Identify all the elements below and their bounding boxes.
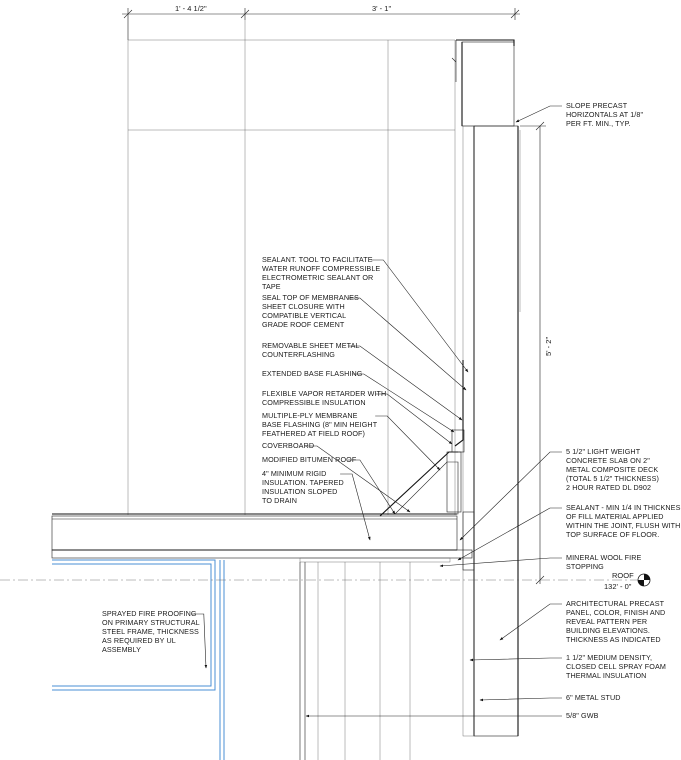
note-slope-precast-line: HORIZONTALS AT 1/8": [566, 110, 643, 119]
dimension-top-right: 3' - 1": [372, 4, 391, 13]
leader-slope-precast: [515, 105, 562, 123]
note-sealant-tool-line: SEALANT. TOOL TO FACILITATE: [262, 255, 373, 264]
leader-vapor-retarder: [375, 393, 453, 445]
note-seal-top-line: SHEET CLOSURE WITH: [262, 302, 345, 311]
note-multi-ply-line: FEATHERED AT FIELD ROOF): [262, 429, 365, 438]
note-precast-panel-line: ARCHITECTURAL PRECAST: [566, 599, 665, 608]
leader-seal-top: [347, 297, 467, 391]
roof-level-line: ROOF 132' - 0": [0, 571, 651, 591]
note-rigid-insulation-line: TO DRAIN: [262, 496, 297, 505]
note-fire-proofing-line: AS REQUIRED BY UL: [102, 636, 176, 645]
leader-mineral-wool: [439, 557, 562, 568]
note-vapor-retarder-line: COMPRESSIBLE INSULATION: [262, 398, 366, 407]
interior-wall: [299, 562, 411, 760]
note-sealant-min-line: OF FILL MATERIAL APPLIED: [566, 512, 664, 521]
note-fire-proofing-line: ASSEMBLY: [102, 645, 141, 654]
level-elevation: 132' - 0": [604, 582, 632, 591]
note-sealant-min-line: SEALANT - MIN 1/4 IN THICKNESS: [566, 503, 681, 512]
note-multi-ply-line: BASE FLASHING (8" MIN HEIGHT: [262, 420, 378, 429]
roof-assembly: [51, 360, 475, 571]
note-fire-proofing-line: STEEL FRAME, THICKNESS: [102, 627, 199, 636]
note-gwb-line: 5/8" GWB: [566, 711, 599, 720]
top-dimension-string: 1' - 4 1/2" 3' - 1": [122, 4, 520, 40]
dimension-top-left: 1' - 4 1/2": [175, 4, 207, 13]
note-sealant-min-line: WITHIN THE JOINT, FLUSH WITH: [566, 521, 680, 530]
leader-modified-bitumen: [347, 459, 396, 515]
note-spray-foam-line: 1 1/2" MEDIUM DENSITY,: [566, 653, 652, 662]
note-fire-proofing-line: ON PRIMARY STRUCTURAL: [102, 618, 200, 627]
note-slope-precast-line: PER FT. MIN., TYP.: [566, 119, 631, 128]
note-seal-top-line: COMPATIBLE VERTICAL: [262, 311, 346, 320]
note-concrete-slab-line: 5 1/2" LIGHT WEIGHT: [566, 447, 641, 456]
note-spray-foam-line: CLOSED CELL SPRAY FOAM: [566, 662, 666, 671]
note-concrete-slab-line: CONCRETE SLAB ON 2": [566, 456, 650, 465]
precast-panel: [451, 39, 521, 737]
leader-concrete-slab: [459, 451, 562, 541]
note-seal-top-line: SEAL TOP OF MEMBRANES: [262, 293, 359, 302]
leader-coverboard: [305, 445, 411, 513]
note-mineral-wool-line: STOPPING: [566, 562, 604, 571]
note-vapor-retarder-line: FLEXIBLE VAPOR RETARDER WITH: [262, 389, 386, 398]
note-rigid-insulation-line: INSULATION. TAPERED: [262, 478, 344, 487]
note-metal-stud-line: 6" METAL STUD: [566, 693, 621, 702]
note-spray-foam-line: THERMAL INSULATION: [566, 671, 646, 680]
leader-rigid-insulation: [340, 473, 371, 541]
spray-foam-insulation: [462, 125, 475, 737]
note-concrete-slab-line: (TOTAL 5 1/2" THICKNESS): [566, 474, 659, 483]
note-precast-panel-line: REVEAL PATTERN PER: [566, 617, 647, 626]
note-sealant-min-line: TOP SURFACE OF FLOOR.: [566, 530, 659, 539]
leader-lines: [191, 105, 562, 718]
leader-precast-panel: [499, 603, 562, 641]
leader-metal-stud: [479, 697, 562, 702]
note-precast-panel-line: PANEL, COLOR, FINISH AND: [566, 608, 665, 617]
leader-sealant-min: [457, 507, 562, 561]
steel-frame: [52, 559, 225, 760]
note-counterflashing-line: COUNTERFLASHING: [262, 350, 335, 359]
leader-fire-proofing: [191, 613, 208, 669]
note-concrete-slab-line: METAL COMPOSITE DECK: [566, 465, 658, 474]
note-precast-panel-line: THICKNESS AS INDICATED: [566, 635, 661, 644]
note-base-flashing-line: EXTENDED BASE FLASHING: [262, 369, 363, 378]
level-name: ROOF: [612, 571, 634, 580]
vertical-dimension: 5' - 2": [520, 121, 553, 585]
note-sealant-tool-line: WATER RUNOFF COMPRESSIBLE: [262, 264, 380, 273]
leader-sealant-tool: [371, 259, 469, 373]
leader-multi-ply: [375, 415, 441, 471]
note-slope-precast-line: SLOPE PRECAST: [566, 101, 628, 110]
note-multi-ply-line: MULTIPLE-PLY MEMBRANE: [262, 411, 358, 420]
note-concrete-slab-line: 2 HOUR RATED DL D902: [566, 483, 651, 492]
note-rigid-insulation-line: INSULATION SLOPED: [262, 487, 337, 496]
note-sealant-tool-line: TAPE: [262, 282, 281, 291]
note-sealant-tool-line: ELECTROMETRIC SEALANT OR: [262, 273, 373, 282]
note-rigid-insulation-line: 4" MINIMUM RIGID: [262, 469, 326, 478]
reference-grid: [127, 20, 456, 515]
leader-spray-foam: [469, 657, 562, 662]
note-seal-top-line: GRADE ROOF CEMENT: [262, 320, 345, 329]
dimension-vertical: 5' - 2": [544, 337, 553, 356]
leader-counterflashing: [347, 345, 463, 421]
leader-base-flashing: [351, 373, 455, 433]
note-mineral-wool-line: MINERAL WOOL FIRE: [566, 553, 642, 562]
note-coverboard-line: COVERBOARD: [262, 441, 314, 450]
note-modified-bitumen-line: MODIFIED BITUMEN ROOF: [262, 455, 357, 464]
note-precast-panel-line: BUILDING ELEVATIONS.: [566, 626, 650, 635]
note-counterflashing-line: REMOVABLE SHEET METAL: [262, 341, 360, 350]
note-fire-proofing-line: SPRAYED FIRE PROOFING: [102, 609, 197, 618]
